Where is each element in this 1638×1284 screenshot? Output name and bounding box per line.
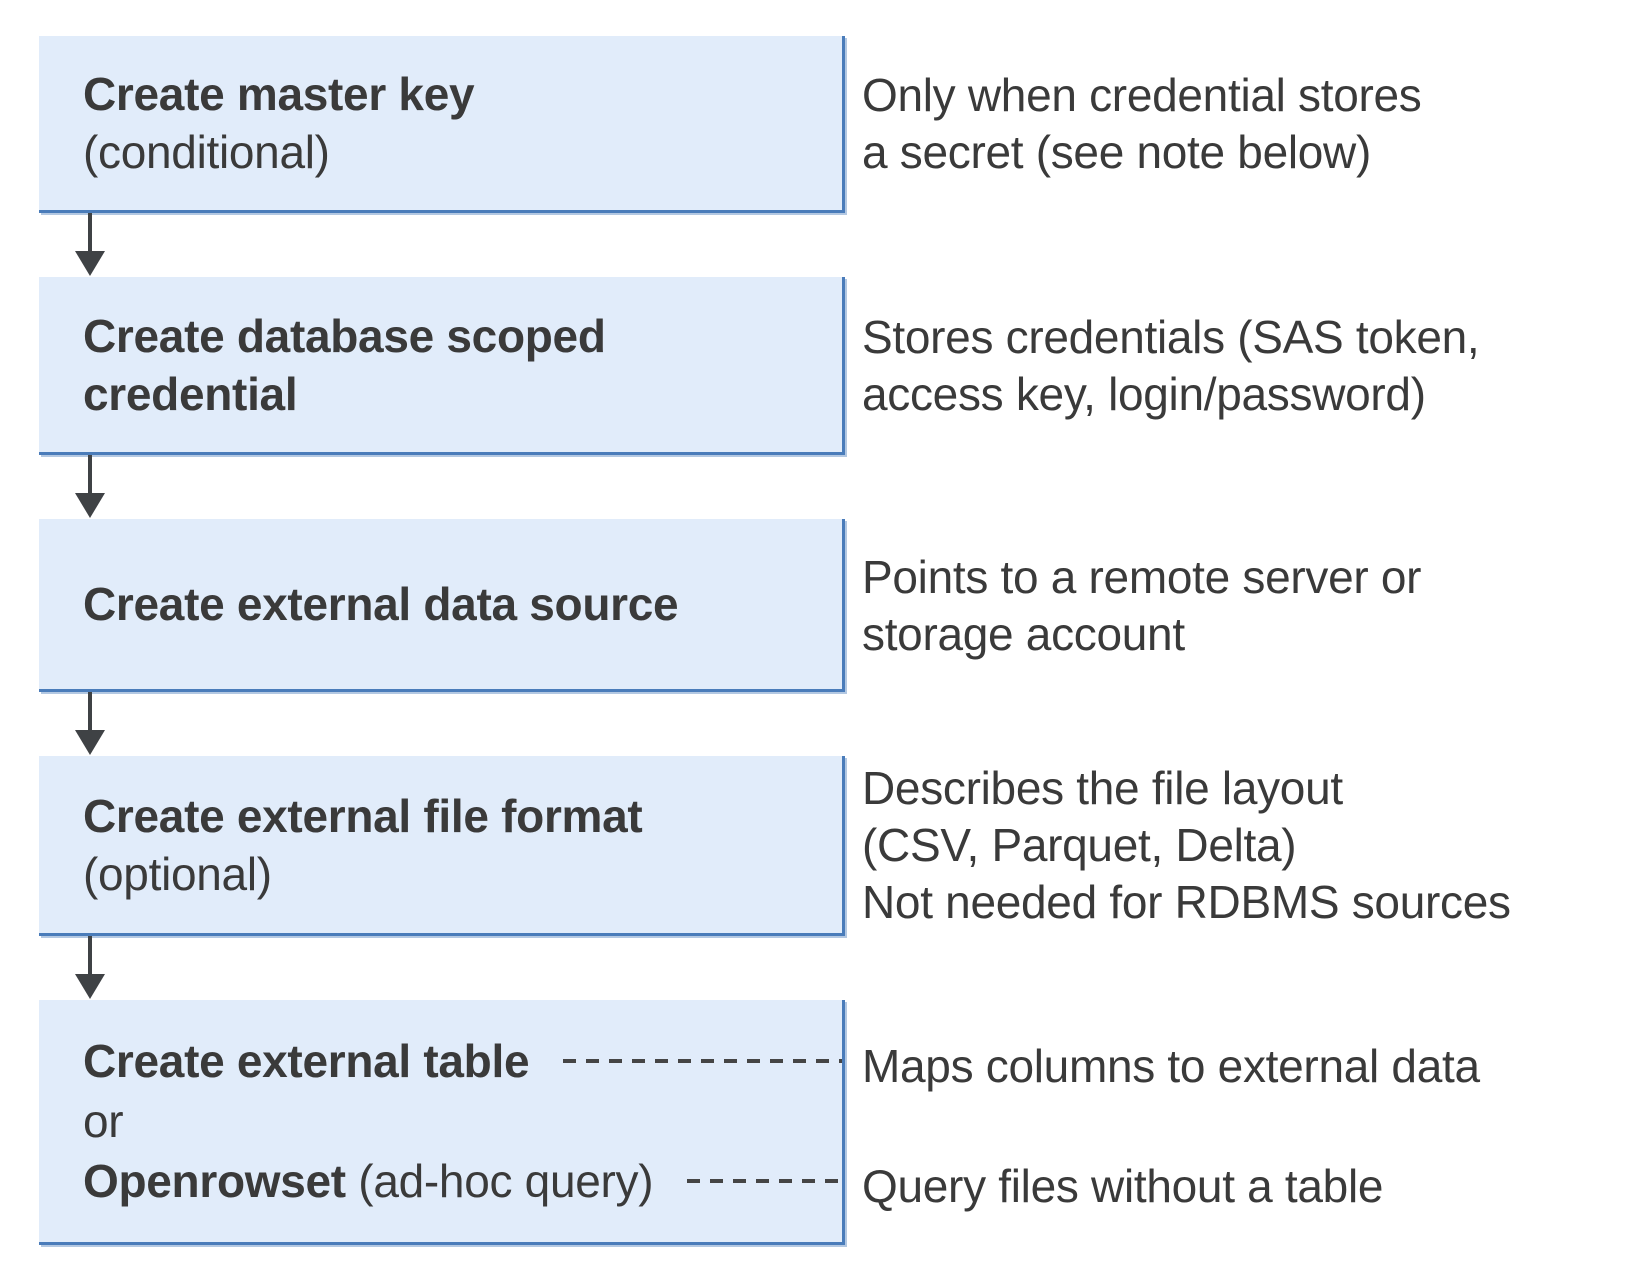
box-title-line: Create external data source — [83, 575, 826, 633]
flow-box-external-file-format: Create external file format (optional) — [39, 756, 845, 936]
note-line: Only when credential stores — [862, 69, 1422, 121]
box-title-line: or — [83, 1091, 826, 1151]
box-title-regular: (conditional) — [83, 126, 330, 178]
box-title-bold: Create master key — [83, 68, 475, 120]
note-line: Query files without a table — [862, 1160, 1384, 1212]
note-line: Maps columns to external data — [862, 1040, 1480, 1092]
arrow-down-icon — [75, 936, 105, 999]
box-title-bold: Create external table — [83, 1035, 530, 1087]
arrow-down-icon — [75, 455, 105, 518]
note-master-key: Only when credential stores a secret (se… — [862, 67, 1422, 181]
dashed-connector-openrowset — [687, 1179, 842, 1183]
box-title-regular: or — [83, 1095, 124, 1147]
note-line: (CSV, Parquet, Delta) — [862, 819, 1297, 871]
note-line: Describes the file layout — [862, 762, 1343, 814]
note-openrowset: Query files without a table — [862, 1158, 1383, 1215]
box-title-bold: credential — [83, 367, 298, 420]
arrow-down-icon — [75, 213, 105, 276]
box-title-line: Create master key — [83, 65, 826, 123]
box-title-bold: Openrowset — [83, 1155, 346, 1207]
box-title-line: (optional) — [83, 845, 826, 903]
flow-box-master-key: Create master key (conditional) — [39, 36, 845, 213]
box-title-line: Create database scoped — [83, 307, 826, 365]
flow-box-external-data-source: Create external data source — [39, 519, 845, 692]
box-title-line: Create external file format — [83, 787, 826, 845]
arrow-down-icon — [75, 692, 105, 755]
box-title-text: Create external table — [83, 1031, 530, 1091]
note-external-table: Maps columns to external data — [862, 1038, 1480, 1095]
box-title-bold: Create external file format — [83, 789, 643, 842]
note-line: Points to a remote server or — [862, 551, 1422, 603]
note-line: storage account — [862, 608, 1185, 660]
box-title-line: Create external table — [83, 1031, 842, 1091]
note-line: Stores credentials (SAS token, — [862, 311, 1480, 363]
box-title-regular: (ad-hoc query) — [345, 1155, 654, 1207]
note-external-data-source: Points to a remote server or storage acc… — [862, 549, 1421, 663]
box-title-bold: Create external data source — [83, 578, 679, 630]
note-line: access key, login/password) — [862, 368, 1426, 420]
flow-box-scoped-credential: Create database scoped credential — [39, 277, 845, 455]
box-title-line: credential — [83, 365, 826, 423]
box-title-text: Openrowset (ad-hoc query) — [83, 1151, 654, 1211]
dashed-connector-external-table — [563, 1059, 842, 1063]
box-title-line: (conditional) — [83, 123, 826, 181]
note-scoped-credential: Stores credentials (SAS token, access ke… — [862, 309, 1480, 423]
note-line: Not needed for RDBMS sources — [862, 876, 1511, 928]
note-line: a secret (see note below) — [862, 126, 1371, 178]
box-title-regular: (optional) — [83, 847, 272, 900]
box-title-bold: Create database scoped — [83, 309, 606, 362]
note-external-file-format: Describes the file layout (CSV, Parquet,… — [862, 760, 1511, 931]
flow-box-external-table-openrowset: Create external table or Openrowset (ad-… — [39, 1000, 845, 1245]
box-title-line: Openrowset (ad-hoc query) — [83, 1151, 842, 1211]
